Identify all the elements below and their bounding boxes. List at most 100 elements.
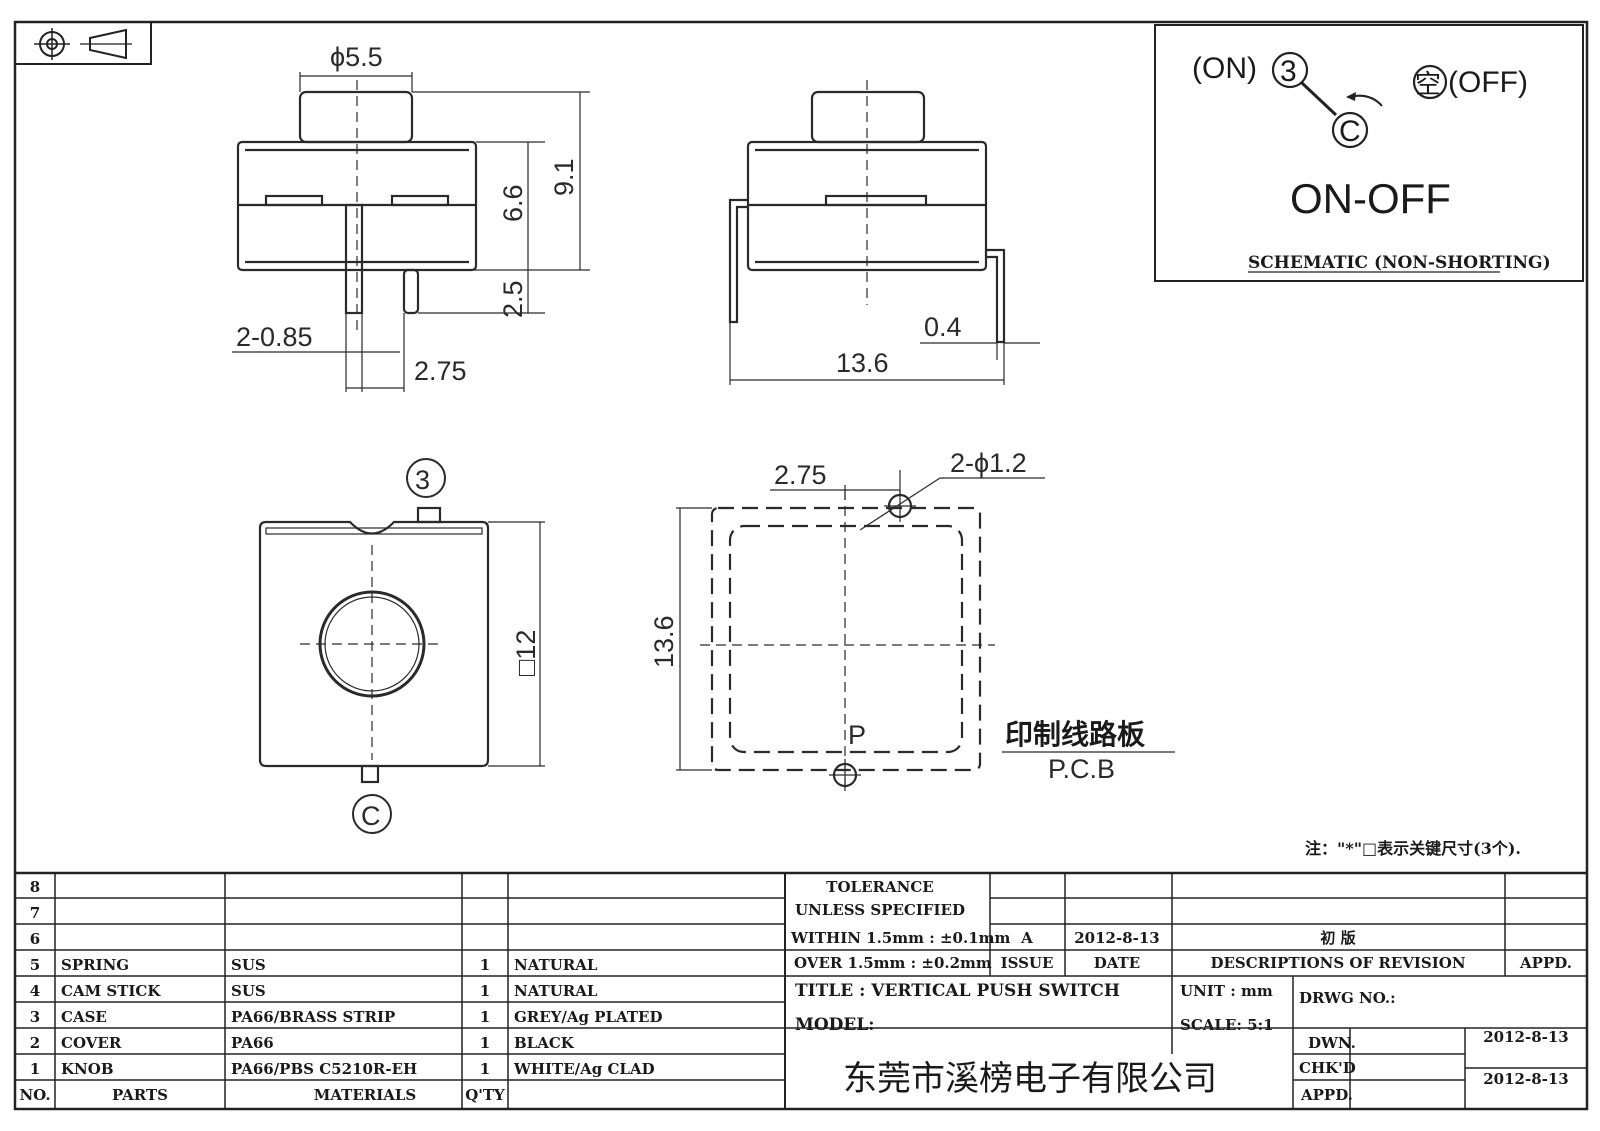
bom-material: PA66/BRASS STRIP — [231, 1008, 395, 1026]
terminal-3-icon — [1271, 51, 1309, 89]
schematic-box: (ON) 3 C 空 (OFF) ON-OFF SCHEMATIC (NON-S… — [1154, 24, 1584, 282]
drawn-date: 2012-8-13 — [1483, 1028, 1569, 1046]
bom-material: SUS — [231, 956, 266, 974]
bom-qty: 1 — [480, 982, 490, 1000]
schematic-on-label: (ON) — [1192, 52, 1257, 85]
dim-pin-pitch: 2.75 — [414, 356, 467, 386]
schematic-on-num: 3 — [1280, 55, 1297, 88]
bom-no: 5 — [30, 956, 40, 974]
bom-part: SPRING — [61, 956, 129, 974]
pcb-inner-dashed — [728, 524, 964, 754]
bom-table — [15, 871, 1587, 1109]
bom-no: 4 — [30, 982, 40, 1000]
bom-material: PA66/PBS C5210R-EH — [231, 1060, 417, 1078]
description-value: 初 版 — [1320, 929, 1355, 947]
bom-finish: WHITE/Ag CLAD — [513, 1060, 655, 1078]
dim-width: 13.6 — [836, 348, 889, 378]
schematic-type: ON-OFF — [1290, 175, 1451, 222]
bom-part: COVER — [61, 1034, 122, 1052]
top-terminal-3: 3 — [415, 465, 430, 495]
tol-line-2: UNLESS SPECIFIED — [795, 901, 965, 919]
bom-header-no: NO. — [19, 1086, 50, 1104]
terminal-off-icon — [1412, 64, 1448, 100]
top-view — [258, 458, 545, 834]
bom-qty: 1 — [480, 1008, 490, 1026]
bom-part: CAM STICK — [61, 982, 161, 1000]
schematic-off-label: (OFF) — [1448, 66, 1528, 99]
terminal-tab-top — [416, 506, 442, 524]
bom-no: 7 — [30, 904, 40, 922]
pcb-en-label: P.C.B — [1048, 754, 1115, 784]
bom-qty: 1 — [480, 956, 490, 974]
scale-label: SCALE: 5:1 — [1180, 1016, 1274, 1034]
schematic-common: C — [1339, 115, 1361, 148]
case-top-outline — [258, 520, 490, 768]
pcb-outer-dashed — [710, 506, 982, 772]
bom-finish: BLACK — [514, 1034, 575, 1052]
unit-label: UNIT : mm — [1180, 982, 1273, 1000]
bom-finish: NATURAL — [514, 956, 598, 974]
description-header: DESCRIPTIONS OF REVISION — [1210, 954, 1465, 972]
dim-knob-diameter: ϕ5.5 — [330, 42, 383, 72]
title-block: TOLERANCE UNLESS SPECIFIED WITHIN 1.5mm … — [790, 878, 1572, 1104]
schematic-off-char: 空 — [1415, 69, 1441, 99]
pcb-cn-label: 印制线路板 — [1005, 718, 1145, 751]
drawing-number-label: DRWG NO.: — [1299, 989, 1396, 1007]
front-view — [232, 72, 590, 392]
sheet-border — [13, 20, 1589, 1111]
dim-pin-width: 2-0.85 — [236, 322, 313, 352]
bom-no: 1 — [30, 1060, 40, 1078]
bom-qty: 1 — [480, 1034, 490, 1052]
tol-line-3: WITHIN 1.5mm : ±0.1mm — [790, 929, 1011, 947]
pcb-p-label: P — [848, 720, 866, 750]
knob-outline — [298, 90, 414, 144]
issue-value: A — [1020, 929, 1033, 947]
bom-material: SUS — [231, 982, 266, 1000]
top-terminal-c: C — [361, 801, 381, 831]
dim-pin-thickness: 0.4 — [924, 312, 962, 342]
bom-header-parts: PARTS — [112, 1086, 168, 1104]
bom-no: 2 — [30, 1034, 40, 1052]
dim-square-size: □12 — [511, 630, 541, 676]
bom-no: 8 — [30, 878, 40, 896]
dim-pin-height: 2.5 — [498, 280, 528, 318]
side-view — [728, 80, 1040, 385]
checked-label: CHK'D — [1299, 1059, 1356, 1077]
issue-header: ISSUE — [1001, 954, 1054, 972]
dim-hole-pitch: 2.75 — [774, 460, 827, 490]
schematic-caption: SCHEMATIC (NON-SHORTING) — [1248, 253, 1551, 273]
bom-part: CASE — [61, 1008, 107, 1026]
key-dimension-note: 注："*"□表示关键尺寸(3个). — [1305, 839, 1521, 858]
tol-line-4: OVER 1.5mm : ±0.2mm — [794, 954, 992, 972]
bom-no: 3 — [30, 1008, 40, 1026]
pcb-view — [676, 470, 1175, 791]
approved-label: APPD. — [1300, 1086, 1353, 1104]
model-label: MODEL: — [795, 1015, 875, 1035]
bom-finish: GREY/Ag PLATED — [514, 1008, 663, 1026]
bom-header-qty: Q'TY — [465, 1086, 505, 1104]
bom-finish: NATURAL — [514, 982, 598, 1000]
checked-date: 2012-8-13 — [1483, 1070, 1569, 1088]
dim-total-height: 9.1 — [549, 158, 579, 196]
bom-qty: 1 — [480, 1060, 490, 1078]
bom-rows: 8 7 6 5 SPRING SUS 1 NATURAL 4 CAM STICK… — [19, 878, 662, 1104]
first-angle-projection-icon — [14, 21, 152, 65]
pin-right — [402, 268, 420, 315]
drawing-title: TITLE : VERTICAL PUSH SWITCH — [795, 981, 1120, 1001]
bom-part: KNOB — [61, 1060, 114, 1078]
date-value: 2012-8-13 — [1074, 929, 1160, 947]
bom-material: PA66 — [231, 1034, 274, 1052]
dim-hole-diameter: 2-ϕ1.2 — [950, 448, 1027, 478]
terminal-tab-bottom — [360, 764, 380, 784]
date-header: DATE — [1094, 954, 1140, 972]
pin-left — [344, 203, 364, 315]
bom-header-materials: MATERIALS — [314, 1086, 417, 1104]
dim-pcb-size: 13.6 — [649, 615, 679, 668]
drawn-label: DWN. — [1308, 1034, 1356, 1052]
dim-body-height: 6.6 — [498, 184, 528, 222]
terminal-common-icon — [1331, 111, 1369, 149]
company-name: 东莞市溪榜电子有限公司 — [843, 1059, 1217, 1099]
appd-header: APPD. — [1519, 954, 1572, 972]
tol-line-1: TOLERANCE — [826, 878, 933, 896]
